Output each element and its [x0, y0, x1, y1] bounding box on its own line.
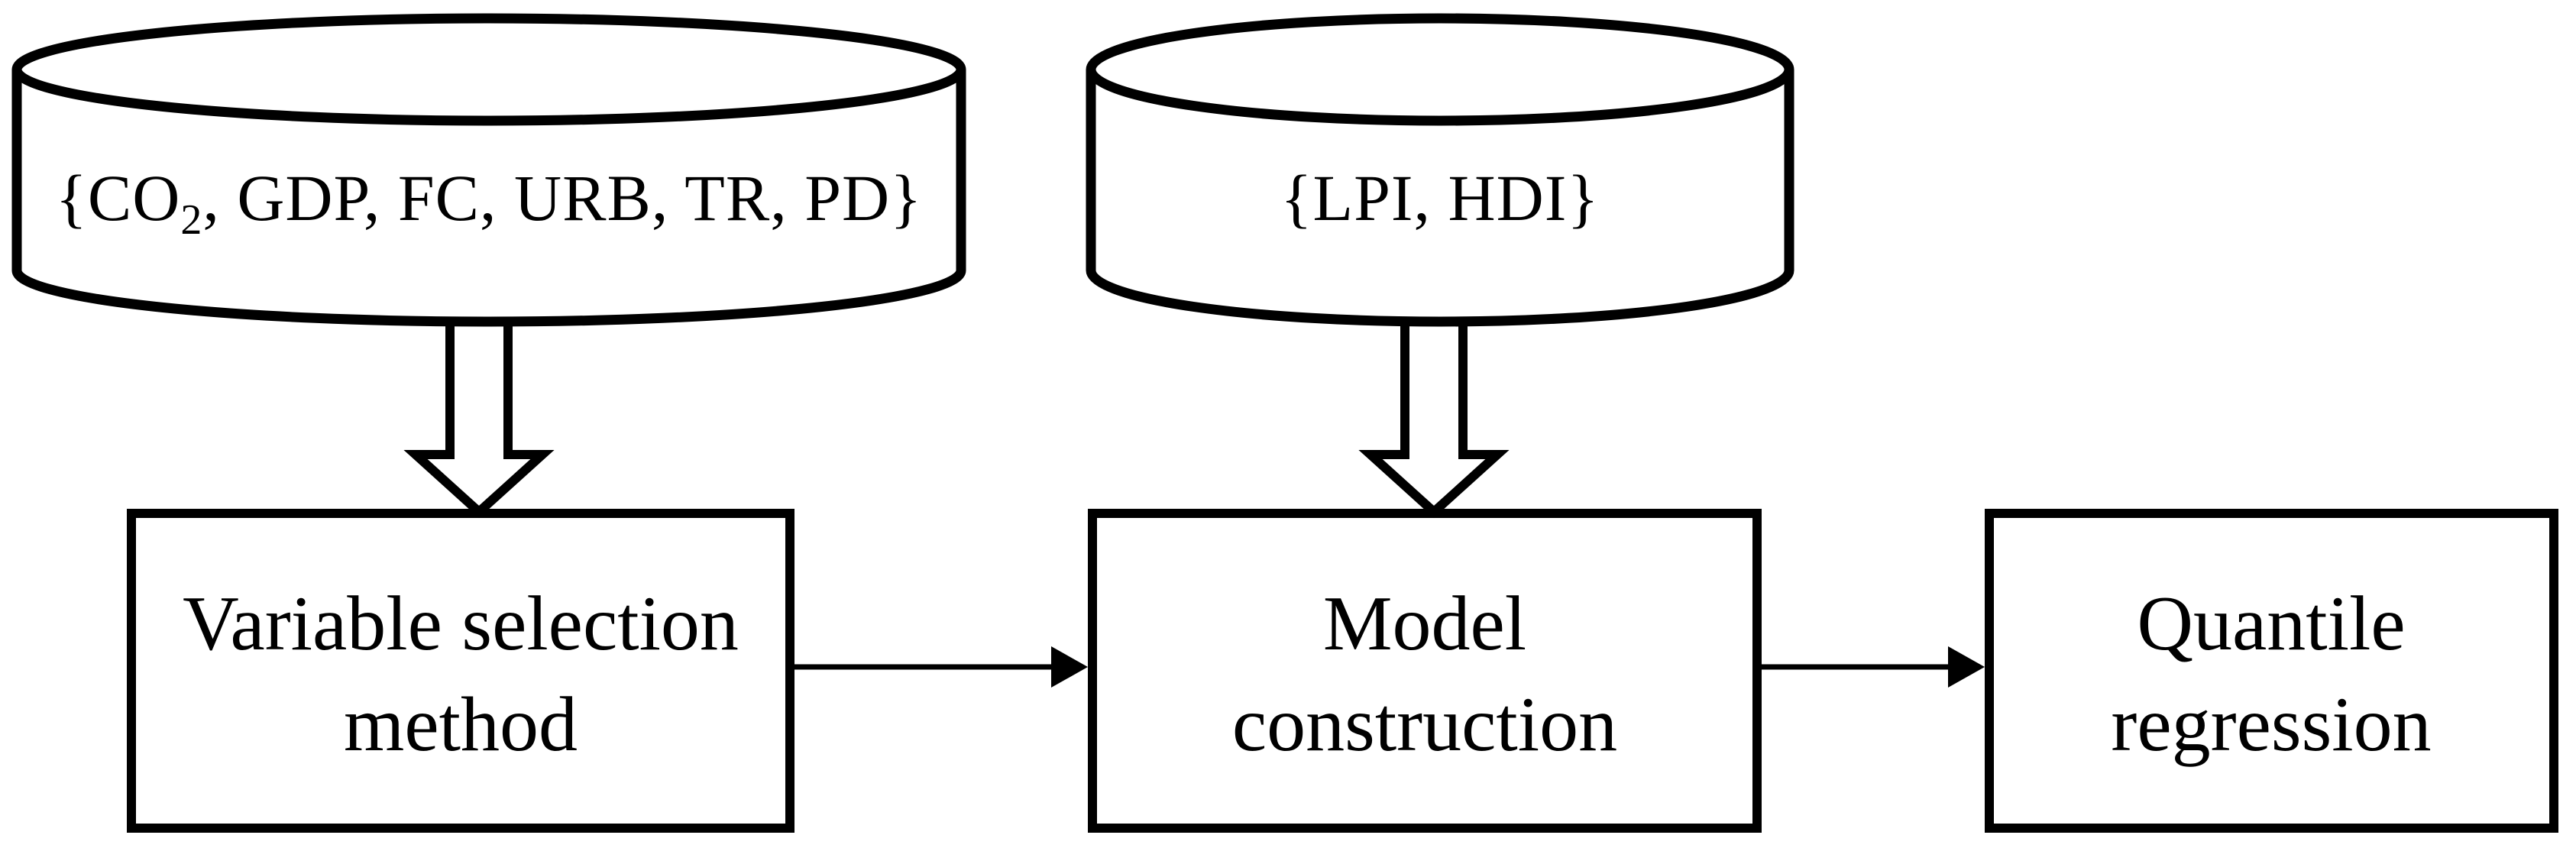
- block-down-arrow-icon-right: [1358, 316, 1510, 519]
- cylinder-top: [1086, 13, 1794, 126]
- variable-selection-box: [127, 509, 794, 833]
- connector-model-construction-to-quantile-regression: [1762, 646, 1985, 688]
- datastore-left-label: {CO2, GDP, FC, URB, TR, PD}: [56, 161, 923, 244]
- datastore-cylinder-right: {LPI, HDI}: [1086, 13, 1794, 327]
- datastore-cylinder-left: {CO2, GDP, FC, URB, TR, PD}: [11, 13, 966, 327]
- connector-variable-selection-to-model-construction: [794, 646, 1088, 688]
- process-box-variable-selection: Variable selection method: [127, 509, 794, 833]
- cylinder-body: [1086, 70, 1794, 327]
- variable-selection-label-line1: Variable selection: [183, 581, 739, 667]
- quantile-regression-label-line1: Quantile: [2137, 581, 2405, 667]
- cylinder-body: [11, 70, 966, 327]
- quantile-regression-box: [1985, 509, 2558, 833]
- model-construction-box: [1088, 509, 1762, 833]
- cylinder-top: [11, 13, 966, 126]
- quantile-regression-label-line2: regression: [2111, 681, 2431, 768]
- process-box-model-construction: Model construction: [1088, 509, 1762, 833]
- block-down-arrow-icon-left: [403, 316, 555, 519]
- connector-arrowhead-icon: [1948, 646, 1985, 688]
- model-construction-label-line2: construction: [1232, 681, 1617, 768]
- model-construction-label-line1: Model: [1323, 581, 1526, 667]
- variable-selection-label-line2: method: [344, 681, 578, 768]
- datastore-right-label: {LPI, HDI}: [1280, 161, 1599, 235]
- process-box-quantile-regression: Quantile regression: [1985, 509, 2558, 833]
- connector-arrowhead-icon: [1051, 646, 1088, 688]
